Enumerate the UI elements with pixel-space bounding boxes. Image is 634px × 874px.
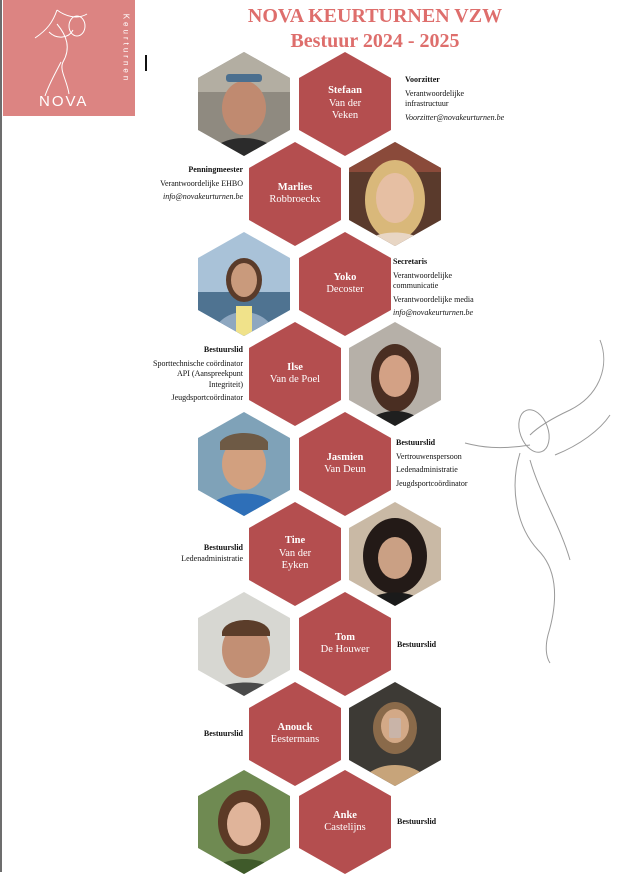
page-title: NOVA KEURTURNEN VZW [247,5,503,27]
member-photo-anke [198,770,290,874]
member-info-jasmien: Bestuurslid Vertrouwenspersoon Ledenadmi… [396,438,468,488]
page-subtitle: Bestuur 2024 - 2025 [290,30,460,52]
text-cursor [145,55,147,71]
member-info-anouck: Bestuurslid [203,729,243,738]
member-name-anouck: Anouck Eestermans [249,682,341,786]
member-name-marlies: Marlies Robbroeckx [249,142,341,246]
member-photo-stefaan [198,52,290,156]
member-photo-tine [349,502,441,606]
member-photo-jasmien [198,412,290,516]
nova-logo: Keurturnen NOVA [3,0,135,116]
member-info-tine: Bestuurslid Ledenadministratie [181,543,243,563]
logo-wordmark: NOVA [39,93,89,110]
member-info-anke: Bestuurslid [397,817,437,826]
member-photo-yoko [198,232,290,336]
page-left-border [0,0,2,872]
member-photo-marlies [349,142,441,246]
member-info-marlies: Penningmeester Verantwoordelijke EHBO in… [160,165,243,201]
member-photo-tom [198,592,290,696]
member-info-yoko: Secretaris Verantwoordelijke communicati… [393,257,474,317]
member-info-ilse: Bestuurslid Sporttechnische coördinator … [153,345,243,402]
member-name-tine: Tine Van der Eyken [249,502,341,606]
member-photo-anouck [349,682,441,786]
member-name-tom: Tom De Houwer [299,592,391,696]
member-info-tom: Bestuurslid [397,640,437,649]
member-name-ilse: Ilse Van de Poel [249,322,341,426]
member-name-jasmien: Jasmien Van Deun [299,412,391,516]
member-name-stefaan: Stefaan Van der Veken [299,52,391,156]
member-info-stefaan: Voorzitter Verantwoordelijke infrastruct… [405,75,505,122]
logo-side-text: Keurturnen [121,13,131,84]
member-name-yoko: Yoko Decoster [299,232,391,336]
dancer-sketch-icon [464,339,611,664]
member-name-anke: Anke Castelijns [299,770,391,874]
member-photo-ilse [349,322,441,426]
dancer-logo-icon [34,9,88,97]
